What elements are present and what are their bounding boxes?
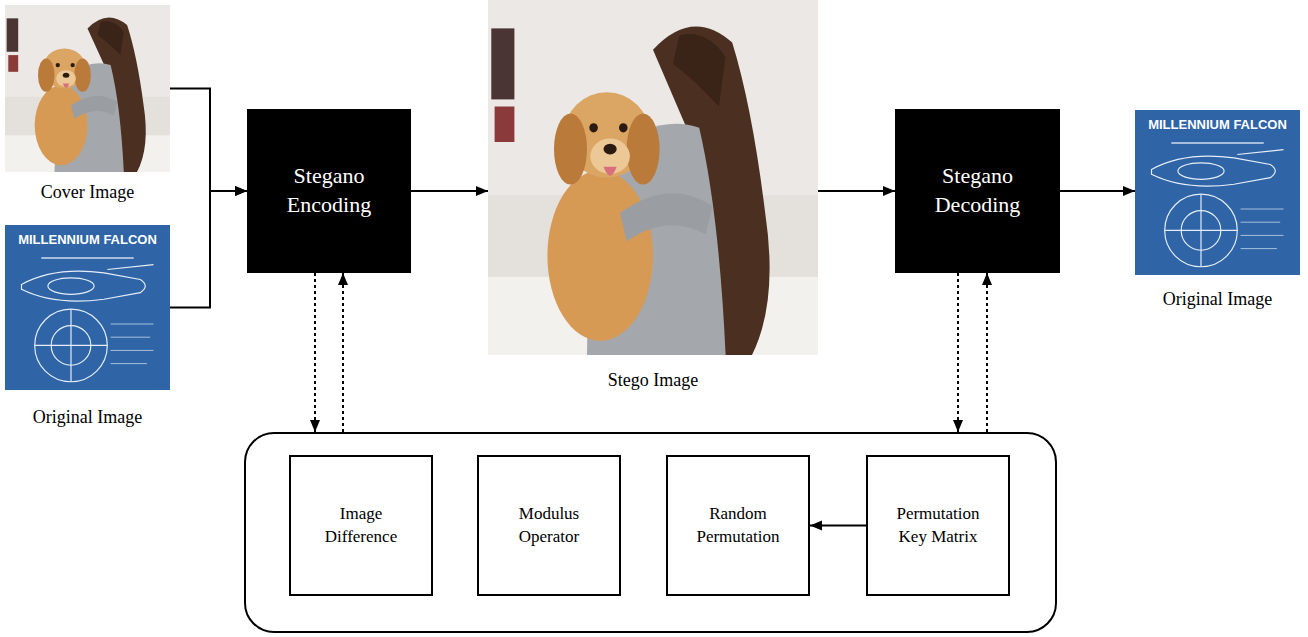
stego-photo — [488, 0, 818, 355]
image-caption: Cover Image — [41, 182, 134, 204]
poster-title: MILLENNIUM FALCON — [5, 232, 170, 248]
process-box: Image Difference — [289, 455, 433, 596]
box-label: Stegano Encoding — [269, 162, 389, 219]
secret-image: Original Image — [5, 225, 170, 390]
flow-arrow — [810, 525, 866, 527]
module-panel: Image Difference Modulus Operator Random P… — [244, 432, 1057, 633]
dotted-arrow — [957, 273, 959, 432]
process-box: Modulus Operator — [477, 455, 621, 596]
stego-image: Stego Image — [488, 0, 818, 355]
box-label: Stegano Decoding — [918, 162, 1038, 219]
cover-image: Cover Image — [5, 5, 170, 172]
process-box: Random Permutation — [666, 455, 810, 596]
poster-title: MILLENNIUM FALCON — [1135, 117, 1300, 133]
key-box: Permutation Key Matrix — [866, 455, 1010, 596]
flow-arrow — [170, 89, 247, 192]
box-label: Modulus Operator — [499, 503, 599, 547]
image-caption: Stego Image — [608, 370, 698, 392]
box-label: Random Permutation — [688, 503, 788, 547]
cover-photo — [5, 5, 170, 172]
flow-arrow — [170, 191, 247, 308]
box-label: Image Difference — [311, 503, 411, 547]
flow-arrow — [411, 190, 488, 192]
poster-picture — [1135, 110, 1300, 275]
flow-arrow — [818, 190, 895, 192]
encoding-box: Stegano Encoding — [247, 109, 411, 273]
flow-arrow — [1060, 190, 1135, 192]
decoding-box: Stegano Decoding — [895, 109, 1060, 273]
dotted-arrow — [342, 273, 344, 432]
image-caption: Original Image — [33, 407, 142, 429]
recovered-image: Original Image — [1135, 110, 1300, 275]
poster-picture — [5, 225, 170, 390]
dotted-arrow — [986, 273, 988, 432]
image-caption: Original Image — [1163, 289, 1272, 311]
box-label: Permutation Key Matrix — [888, 503, 988, 547]
dotted-arrow — [314, 273, 316, 432]
